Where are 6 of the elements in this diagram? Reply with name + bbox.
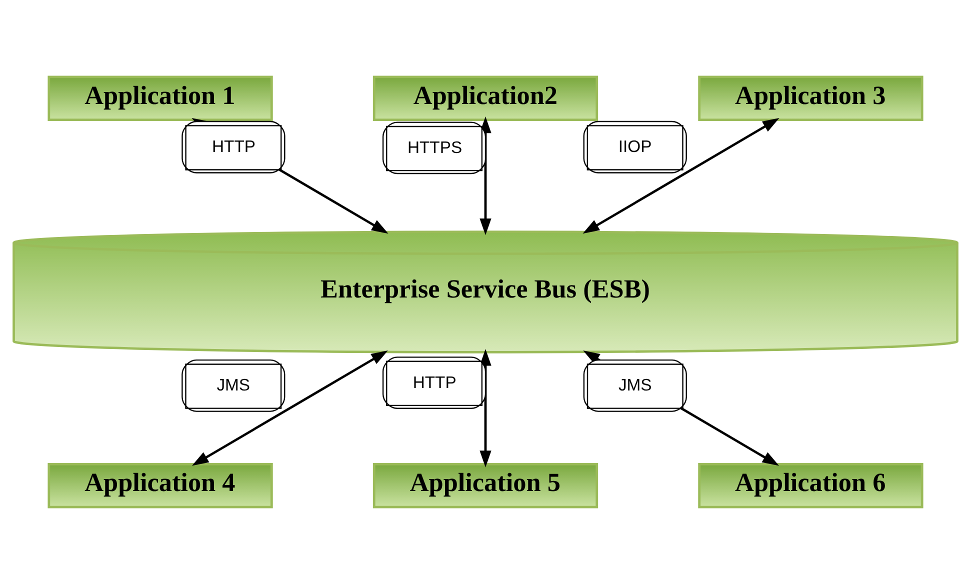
edge-label: IIOP bbox=[618, 136, 652, 156]
edge-label: HTTP bbox=[212, 136, 256, 156]
edge-label: HTTPS bbox=[406, 137, 462, 156]
edge-label: HTTP bbox=[412, 372, 456, 392]
edge-label: JMS bbox=[216, 375, 250, 394]
edge-label: JMS bbox=[618, 375, 652, 394]
